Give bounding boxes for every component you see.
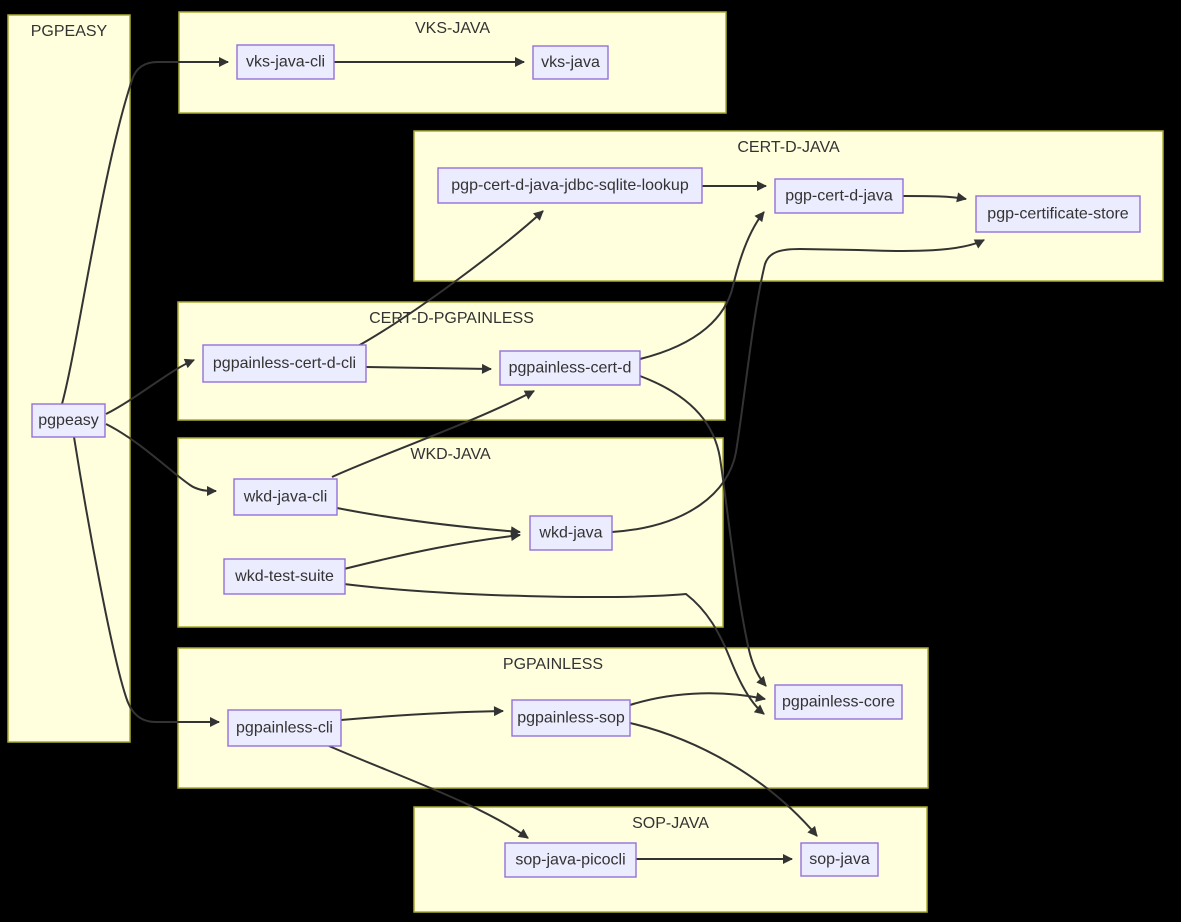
node-sop-java: sop-java — [800, 842, 879, 877]
node-label-wkd-test-suite: wkd-test-suite — [234, 568, 334, 585]
node-box-vks-java-cli — [236, 44, 335, 80]
node-sop-java-picocli: sop-java-picocli — [504, 842, 637, 878]
node-label-vks-java: vks-java — [541, 54, 600, 71]
cluster-label-wkd-java-group: WKD-JAVA — [410, 446, 491, 463]
node-box-wkd-test-suite — [223, 558, 346, 595]
node-pgp-cert-d-java-jdbc-sqlite-lookup: pgp-cert-d-java-jdbc-sqlite-lookup — [437, 167, 703, 204]
edge-wkd-java--pgp-certificate-store — [611, 239, 985, 533]
node-label-pgpainless-cert-d-cli: pgpainless-cert-d-cli — [213, 355, 356, 372]
node-box-wkd-java — [529, 515, 613, 551]
edge-pgpainless-cert-d-cli--pgp-cert-d-java-jdbc-sqlite-lookup — [357, 210, 544, 347]
edge-pgpeasy--wkd-java-cli — [105, 423, 217, 496]
edge-wkd-test-suite--wkd-java — [343, 531, 521, 570]
edge-pgpainless-cert-d--pgpainless-core — [639, 375, 767, 687]
edge-pgpainless-sop--sop-java — [629, 722, 818, 837]
node-wkd-test-suite: wkd-test-suite — [223, 558, 346, 595]
edge-wkd-java-cli--pgpainless-cert-d — [331, 390, 535, 478]
node-label-pgpeasy: pgpeasy — [38, 412, 99, 429]
edge-pgp-cert-d-java--pgp-certificate-store — [902, 192, 967, 203]
node-vks-java: vks-java — [532, 45, 609, 80]
node-pgpainless-cert-d-cli: pgpainless-cert-d-cli — [202, 344, 367, 383]
node-wkd-java-cli: wkd-java-cli — [233, 478, 338, 516]
edge-wkd-test-suite--pgpainless-core — [343, 583, 765, 715]
edge-pgpainless-cert-d-cli--pgpainless-cert-d — [365, 363, 492, 374]
node-label-vks-java-cli: vks-java-cli — [246, 54, 325, 71]
cluster-label-sop-java-group: SOP-JAVA — [632, 815, 709, 832]
edge-pgpeasy--vks-java-cli — [61, 57, 229, 405]
node-box-pgpainless-cli — [227, 709, 342, 747]
node-box-pgpainless-cert-d — [499, 350, 641, 386]
edge-pgpainless-cli--pgpainless-sop — [340, 706, 504, 721]
node-label-pgp-certificate-store: pgp-certificate-store — [987, 206, 1128, 223]
node-pgp-cert-d-java: pgp-cert-d-java — [774, 178, 904, 214]
node-vks-java-cli: vks-java-cli — [236, 44, 335, 80]
node-label-pgpainless-cli: pgpainless-cli — [236, 720, 333, 737]
node-label-wkd-java: wkd-java — [538, 525, 602, 542]
edge-pgpainless-cert-d--pgp-cert-d-java — [639, 211, 765, 360]
node-pgpainless-cli: pgpainless-cli — [227, 709, 342, 747]
node-box-pgp-cert-d-java-jdbc-sqlite-lookup — [437, 167, 703, 204]
node-box-pgp-cert-d-java — [774, 178, 904, 214]
node-label-pgpainless-sop: pgpainless-sop — [517, 710, 625, 727]
node-label-pgp-cert-d-java: pgp-cert-d-java — [785, 188, 893, 205]
node-label-pgpainless-cert-d: pgpainless-cert-d — [509, 360, 632, 377]
cluster-pgpeasy-group: PGPEASY — [7, 14, 131, 743]
node-wkd-java: wkd-java — [529, 515, 613, 551]
cluster-box-pgpeasy-group — [7, 14, 131, 743]
node-box-sop-java-picocli — [504, 842, 637, 878]
node-label-sop-java: sop-java — [809, 851, 870, 868]
node-label-pgp-cert-d-java-jdbc-sqlite-lookup: pgp-cert-d-java-jdbc-sqlite-lookup — [451, 177, 689, 194]
cluster-label-vks-java-group: VKS-JAVA — [415, 20, 490, 37]
node-label-sop-java-picocli: sop-java-picocli — [515, 852, 625, 869]
node-pgpainless-sop: pgpainless-sop — [511, 699, 631, 737]
node-box-pgpeasy — [31, 403, 106, 438]
edge-pgpainless-sop--pgpainless-core — [629, 692, 766, 706]
node-label-wkd-java-cli: wkd-java-cli — [243, 489, 328, 506]
node-box-wkd-java-cli — [233, 478, 338, 516]
edge-pgpeasy--pgpainless-cli — [73, 436, 220, 727]
node-box-pgp-certificate-store — [975, 195, 1141, 233]
node-box-vks-java — [532, 45, 609, 80]
node-label-pgpainless-core: pgpainless-core — [782, 694, 895, 711]
cluster-label-cert-d-java-group: CERT-D-JAVA — [737, 139, 840, 156]
cluster-box-wkd-java-group — [177, 437, 724, 628]
node-box-pgpainless-sop — [511, 699, 631, 737]
edge-pgpainless-cli--sop-java-picocli — [328, 745, 529, 839]
cluster-label-pgpeasy-group: PGPEASY — [31, 23, 108, 40]
cluster-label-pgpainless-group: PGPAINLESS — [503, 656, 603, 673]
edge-pgpeasy--pgpainless-cert-d-cli — [105, 358, 195, 415]
node-box-sop-java — [800, 842, 879, 877]
node-pgpainless-core: pgpainless-core — [774, 684, 903, 720]
node-pgp-certificate-store: pgp-certificate-store — [975, 195, 1141, 233]
edge-wkd-java-cli--wkd-java — [336, 507, 521, 537]
cluster-wkd-java-group: WKD-JAVA — [177, 437, 724, 628]
node-box-pgpainless-core — [774, 684, 903, 720]
node-box-pgpainless-cert-d-cli — [202, 344, 367, 383]
node-pgpeasy: pgpeasy — [31, 403, 106, 438]
node-pgpainless-cert-d: pgpainless-cert-d — [499, 350, 641, 386]
